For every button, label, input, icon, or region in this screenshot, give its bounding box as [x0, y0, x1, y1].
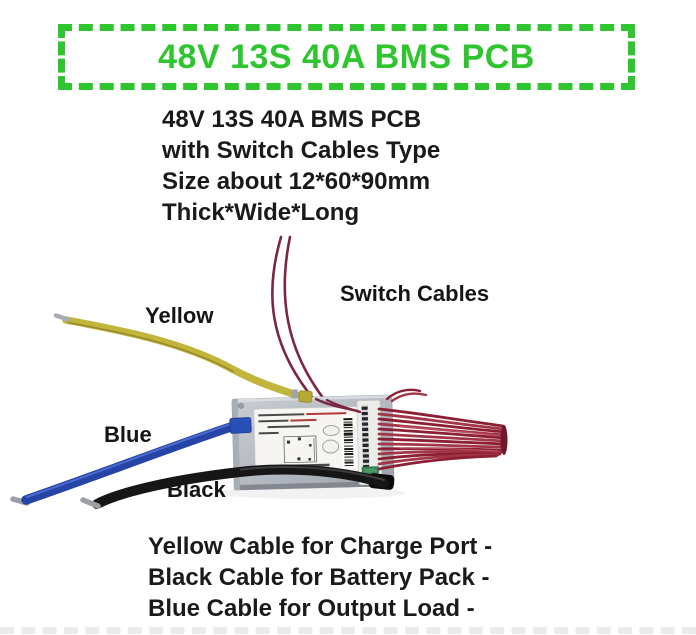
pcb-label	[253, 406, 359, 474]
title-banner: 48V 13S 40A BMS PCB	[58, 24, 635, 90]
harness-bundle-end	[500, 425, 508, 455]
description-block: 48V 13S 40A BMS PCB with Switch Cables Ty…	[162, 104, 440, 228]
legend-line: Blue Cable for Output Load -	[148, 595, 475, 622]
barcode	[341, 414, 356, 469]
balance-wire-harness	[377, 388, 508, 471]
blue-cable	[21, 420, 242, 505]
banner-title: 48V 13S 40A BMS PCB	[158, 37, 535, 76]
switch-cables-label: Switch Cables	[340, 281, 490, 306]
next-section-dashed-edge	[0, 627, 696, 634]
description-line: Size about 12*60*90mm	[162, 168, 431, 195]
yellow-cable-label: Yellow	[145, 303, 214, 328]
black-cable-label: Black	[167, 477, 226, 502]
qc-stamps	[322, 425, 340, 454]
legend-line: Yellow Cable for Charge Port -	[148, 533, 493, 560]
description-line: 48V 13S 40A BMS PCB	[162, 106, 422, 133]
legend-line: Black Cable for Battery Pack -	[148, 564, 490, 591]
wiring-schematic	[283, 435, 317, 464]
yellow-cable-connector	[298, 390, 313, 403]
description-line: with Switch Cables Type	[162, 137, 441, 164]
black-cable-ferrule	[80, 497, 101, 509]
switch-cable-wires	[271, 235, 329, 405]
screw-hole	[238, 403, 244, 409]
cable-legend: Yellow Cable for Charge Port - Black Cabl…	[148, 531, 492, 624]
blue-cable-label: Blue	[104, 422, 152, 447]
blue-cable-connector	[229, 417, 252, 434]
black-cable	[80, 464, 395, 509]
switch-wires-on-board	[314, 397, 362, 414]
yellow-cable-ferrule	[53, 313, 71, 322]
board-shadow	[215, 487, 405, 499]
description-line: Thick*Wide*Long	[162, 199, 360, 226]
